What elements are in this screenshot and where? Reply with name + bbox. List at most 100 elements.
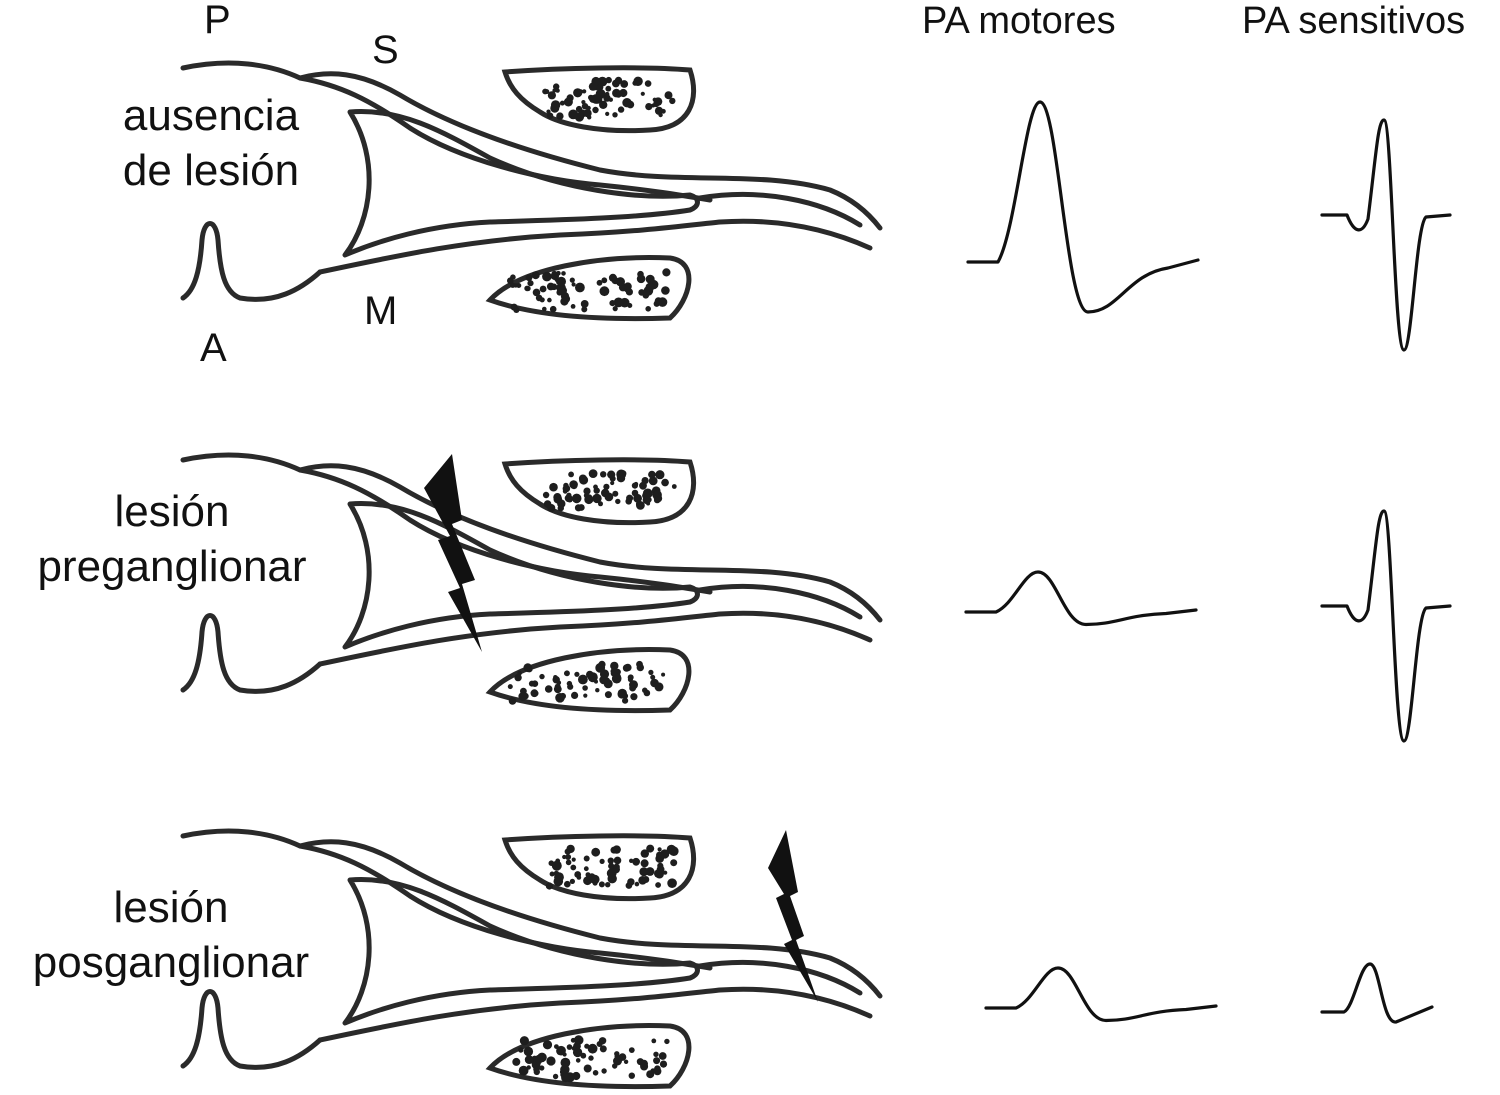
speckle — [565, 854, 572, 860]
speckle — [653, 496, 661, 504]
speckle — [583, 487, 591, 495]
motor-potential-trace — [984, 966, 1218, 1023]
speckle — [578, 474, 587, 483]
spinal-nerve-lower — [317, 218, 873, 275]
speckle — [588, 1055, 594, 1061]
bone-speckles — [507, 76, 676, 313]
dorsal-root-inner-line — [297, 75, 713, 203]
speckle — [612, 306, 618, 312]
speckle — [640, 849, 649, 858]
speckle — [640, 859, 649, 868]
speckle — [657, 847, 662, 852]
spinal-nerve-upper — [697, 584, 863, 620]
speckle — [615, 498, 621, 505]
speckle — [592, 880, 598, 886]
row-label-no-lesion: ausencia de lesión — [98, 88, 324, 198]
speckle — [599, 858, 605, 864]
speckle — [669, 97, 676, 105]
motor-potential-trace — [964, 570, 1198, 627]
anterior-root-line — [180, 221, 323, 302]
nerve-anatomy — [180, 452, 883, 714]
speckle — [510, 303, 518, 311]
speckle — [569, 878, 576, 884]
speckle — [574, 671, 580, 677]
speckle — [654, 1065, 661, 1072]
lightning-bolt-icon-postganglionic — [768, 830, 818, 1002]
speckle — [657, 297, 668, 307]
posterior-root-line — [180, 452, 883, 623]
speckle — [518, 1065, 529, 1076]
speckle — [573, 88, 583, 98]
speckle — [556, 1045, 566, 1056]
speckle — [610, 670, 617, 677]
speckle — [636, 663, 644, 672]
speckle — [635, 501, 641, 507]
sensory-header: PA sensitivos — [1242, 0, 1466, 42]
speckle — [542, 271, 552, 282]
row-label-line1: ausencia — [122, 91, 300, 140]
speckle — [567, 683, 574, 690]
speckle — [615, 91, 622, 98]
anterior-letter: A — [200, 326, 227, 370]
speckle — [616, 474, 626, 483]
speckle — [542, 306, 547, 312]
speckle — [564, 671, 569, 676]
speckle — [608, 273, 617, 282]
speckle — [612, 490, 619, 497]
speckle — [545, 882, 554, 890]
speckle — [524, 285, 530, 292]
bone-speckles — [512, 844, 679, 1083]
speckle — [610, 661, 619, 671]
speckle — [601, 1068, 607, 1074]
speckle — [622, 697, 629, 704]
speckle — [663, 870, 668, 875]
speckle — [646, 1070, 655, 1079]
speckle — [524, 1055, 534, 1064]
speckle — [625, 498, 632, 505]
speckle — [598, 501, 603, 507]
speckle — [544, 685, 553, 693]
row-label-line1: lesión — [114, 487, 230, 536]
posterior-root-line — [180, 828, 883, 999]
anterior-root-line — [180, 989, 323, 1070]
speckle — [653, 1051, 659, 1057]
speckle — [525, 274, 533, 282]
speckle — [547, 297, 552, 303]
speckle — [599, 1045, 607, 1053]
speckle — [591, 847, 601, 857]
speckle — [627, 303, 633, 308]
speckle — [582, 685, 588, 691]
speckle — [574, 1074, 579, 1079]
speckle — [556, 112, 564, 120]
speckle — [564, 494, 573, 503]
speckle — [559, 100, 565, 106]
speckle — [660, 849, 670, 859]
speckle — [654, 106, 664, 115]
speckle — [543, 500, 552, 508]
speckle — [571, 493, 582, 504]
speckle — [639, 481, 647, 490]
speckle — [622, 664, 631, 672]
speckle — [650, 674, 656, 680]
speckle — [572, 1047, 583, 1058]
nerve-anatomy — [180, 60, 883, 322]
speckle — [539, 1065, 545, 1071]
spinal-nerve-upper — [697, 192, 863, 228]
speckle — [583, 693, 588, 698]
speckle — [561, 271, 566, 276]
speckle — [661, 286, 670, 295]
speckle — [670, 859, 678, 867]
row-label-preganglionic: lesión preganglionar — [12, 484, 332, 594]
speckle — [644, 80, 652, 87]
speckle — [631, 489, 639, 497]
speckle — [628, 1047, 635, 1053]
speckle — [609, 300, 616, 307]
speckle — [560, 1064, 570, 1075]
speckle — [570, 864, 577, 871]
speckle — [581, 100, 586, 105]
speckle — [588, 82, 598, 91]
speckle — [623, 1059, 629, 1064]
speckle — [571, 691, 579, 699]
dorsal-root-inner-line — [297, 843, 713, 971]
